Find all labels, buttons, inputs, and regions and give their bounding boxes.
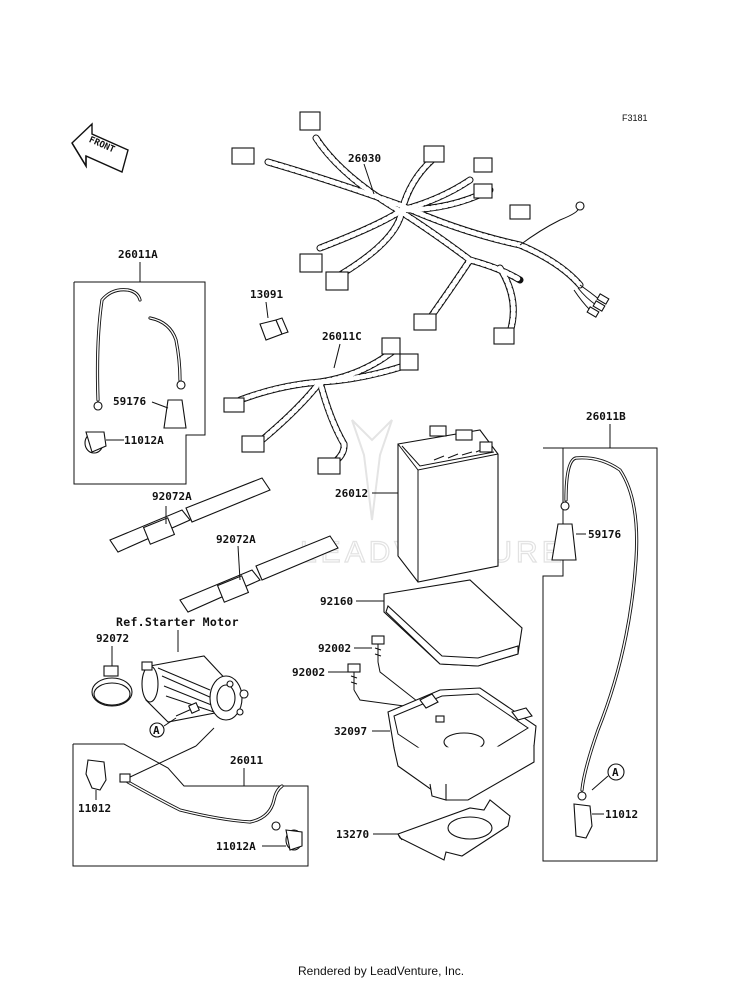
connector-icon [473,183,493,199]
connector-icon [325,271,349,291]
bolt-92002-lower [347,663,361,690]
ring-terminal-icon [176,380,186,390]
pad-92160 [383,579,523,667]
part-label-32097: 32097 [334,725,367,738]
callout-a-left [149,722,165,738]
part-label-26011: 26011 [230,754,263,767]
terminal-cap-icon [85,759,107,791]
band-92072 [91,665,133,707]
ring-terminal-icon [575,201,585,211]
connector-icon [299,111,321,131]
connector-icon [241,435,265,453]
part-label-13091: 13091 [250,288,283,301]
part-label-26011A: 26011A [118,248,158,261]
part-label-26012: 26012 [335,487,368,500]
connector-icon [473,157,493,173]
ring-terminal-icon [577,791,587,801]
connector-icon [493,327,515,345]
figure-code: F3181 [622,113,648,123]
part-label-59176-right: 59176 [588,528,621,541]
part-label-59176-left: 59176 [113,395,146,408]
part-label-11012-left: 11012 [78,802,111,815]
rubber-boot-icon [551,523,577,561]
group-26011B: 26011B 59176 11012 A [542,410,658,862]
main-harness-26030 [231,111,610,345]
ref-starter-motor-label: Ref.Starter Motor [116,615,239,629]
part-label-13270: 13270 [336,828,369,841]
part-label-11012-right: 11012 [605,808,638,821]
footer-credit: Rendered by LeadVenture, Inc. [298,964,464,978]
group-26011A: 26011A 59176 11012A [73,248,206,485]
band-92072A-lower [179,535,339,613]
part-label-11012A-bottom: 11012A [216,840,256,853]
bolt-92002-upper [371,635,385,662]
ring-terminal-icon [271,821,281,831]
connector-icon [231,147,255,165]
harness-26011C [223,337,419,475]
connector-icon [509,204,531,220]
part-label-92072A-lower: 92072A [216,533,256,546]
battery-26012 [397,425,499,583]
callout-a-left-text: A [153,724,160,737]
connector-icon [381,337,401,355]
connector-icon [299,253,323,273]
part-label-26030: 26030 [348,152,381,165]
front-arrow-icon: FRONT [71,122,129,173]
callout-a-right-text: A [612,766,619,779]
part-label-92072A-upper: 92072A [152,490,192,503]
terminal-cap-icon [573,803,593,839]
part-label-26011C: 26011C [322,330,362,343]
part-label-92002-upper: 92002 [318,642,351,655]
part-label-11012A-left: 11012A [124,434,164,447]
cap-13091: 13091 [250,288,289,341]
connector-icon [399,353,419,371]
bracket-13270 [397,799,511,861]
rubber-boot-icon [163,399,187,429]
connector-icon [317,457,341,475]
band-92072A-upper [109,477,271,553]
part-label-92160: 92160 [320,595,353,608]
connector-icon [423,145,445,163]
case-32097 [387,687,537,801]
ring-terminal-icon [560,501,570,511]
connector-icon [223,397,245,413]
ring-terminal-icon [93,401,103,411]
callout-a-right [607,763,625,781]
part-label-26011B: 26011B [586,410,626,423]
part-label-92002-lower: 92002 [292,666,325,679]
starter-motor-icon [141,655,249,723]
bolt-starter [175,701,201,717]
connector-icon [413,313,437,331]
group-26011: 26011 11012 11012A [72,727,309,867]
part-label-92072: 92072 [96,632,129,645]
